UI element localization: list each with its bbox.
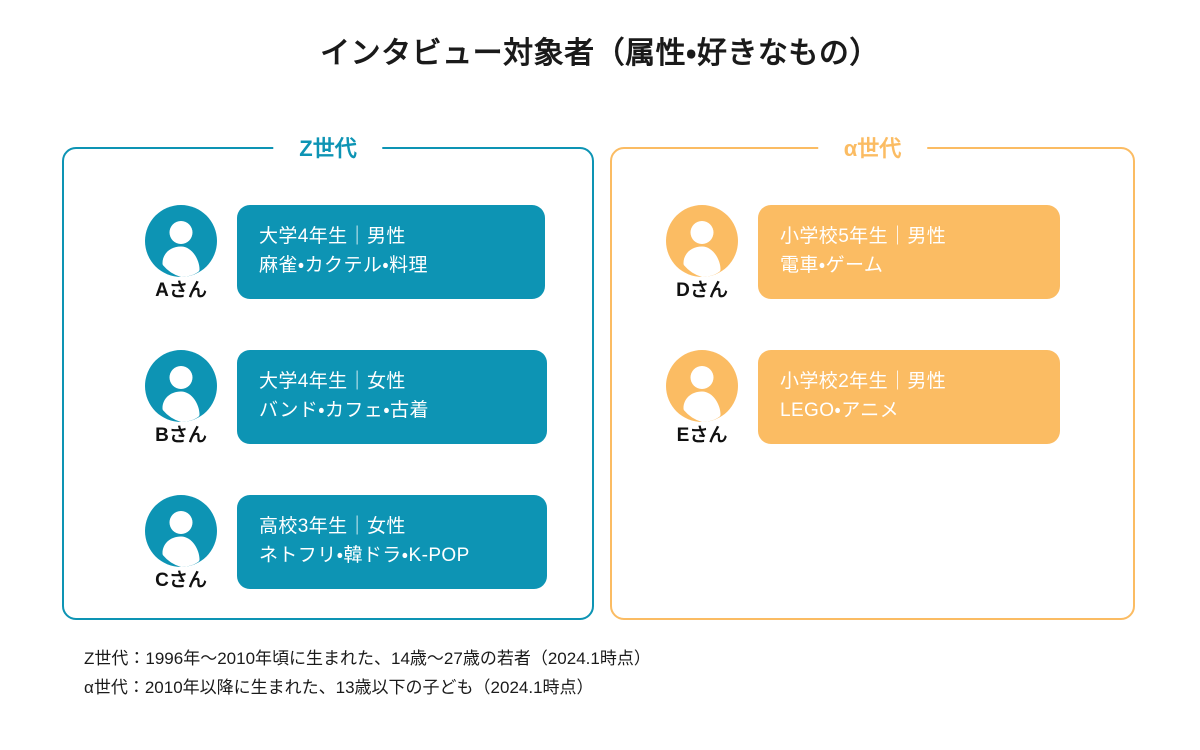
panel-alpha-generation: α世代 Dさん 小学校5年生｜男性 電車・ゲーム [610, 135, 1135, 620]
panel-z-generation-label: Z世代 [273, 135, 383, 163]
footnote-z-generation: Z世代：1996年〜2010年頃に生まれた、14歳〜27歳の若者（2024.1時… [84, 649, 651, 668]
person-name: Cさん [155, 570, 207, 591]
person-name: Dさん [676, 280, 728, 301]
person-likes: バンド・カフェ・古着 [259, 400, 429, 421]
generation-panels: Z世代 Aさん 大学4年生｜男性 麻雀・カクテル・料理 [62, 133, 1135, 620]
person-attribute: 小学校5年生｜男性 [780, 226, 947, 247]
person-list-alpha: Dさん 小学校5年生｜男性 電車・ゲーム Eさん [612, 149, 1133, 618]
avatar-block: Bさん [133, 350, 229, 447]
person-info-card: 小学校2年生｜男性 LEGO・アニメ [758, 350, 1060, 444]
footnotes: Z世代：1996年〜2010年頃に生まれた、14歳〜27歳の若者（2024.1時… [84, 644, 1084, 702]
person-icon [666, 350, 738, 422]
person-icon [145, 495, 217, 567]
person-row: Cさん 高校3年生｜女性 ネトフリ・韓ドラ・K-POP [64, 495, 661, 591]
person-name: Aさん [155, 280, 207, 301]
person-likes: LEGO・アニメ [780, 400, 900, 421]
person-list-z: Aさん 大学4年生｜男性 麻雀・カクテル・料理 Bさ [64, 149, 592, 618]
person-info-card: 小学校5年生｜男性 電車・ゲーム [758, 205, 1060, 299]
person-likes: 電車・ゲーム [780, 255, 884, 276]
person-row: Eさん 小学校2年生｜男性 LEGO・アニメ [612, 350, 1175, 446]
person-name: Eさん [676, 425, 728, 446]
person-icon [145, 350, 217, 422]
person-info-card: 大学4年生｜女性 バンド・カフェ・古着 [237, 350, 547, 444]
person-attribute: 高校3年生｜女性 [259, 516, 406, 537]
person-info-card: 高校3年生｜女性 ネトフリ・韓ドラ・K-POP [237, 495, 547, 589]
avatar-block: Eさん [654, 350, 750, 447]
person-row: Bさん 大学4年生｜女性 バンド・カフェ・古着 [64, 350, 661, 446]
person-attribute: 大学4年生｜男性 [259, 226, 406, 247]
person-attribute: 大学4年生｜女性 [259, 371, 406, 392]
panel-z-generation: Z世代 Aさん 大学4年生｜男性 麻雀・カクテル・料理 [62, 135, 594, 620]
person-likes: ネトフリ・韓ドラ・K-POP [259, 545, 470, 566]
person-icon [145, 205, 217, 277]
page-title: インタビュー対象者（属性・好きなもの） [320, 37, 880, 70]
person-row: Aさん 大学4年生｜男性 麻雀・カクテル・料理 [64, 205, 661, 301]
footnote-alpha-generation: α世代：2010年以降に生まれた、13歳以下の子ども（2024.1時点） [84, 678, 594, 697]
person-icon [666, 205, 738, 277]
avatar-block: Aさん [133, 205, 229, 302]
avatar-block: Cさん [133, 495, 229, 592]
person-likes: 麻雀・カクテル・料理 [259, 255, 428, 276]
person-name: Bさん [155, 425, 207, 446]
person-row: Dさん 小学校5年生｜男性 電車・ゲーム [612, 205, 1175, 301]
avatar-block: Dさん [654, 205, 750, 302]
panel-alpha-generation-label: α世代 [817, 135, 928, 163]
person-info-card: 大学4年生｜男性 麻雀・カクテル・料理 [237, 205, 545, 299]
person-attribute: 小学校2年生｜男性 [780, 371, 947, 392]
